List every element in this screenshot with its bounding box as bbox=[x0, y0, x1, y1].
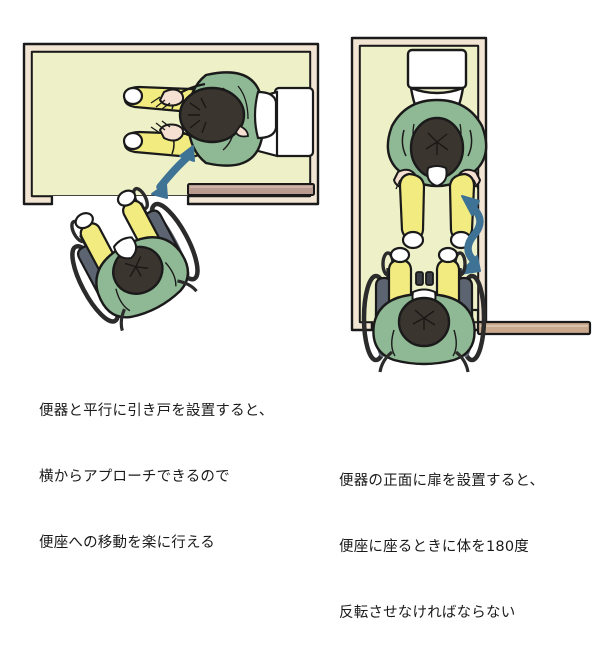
caption-left: 便器と平行に引き戸を設置すると、 横からアプローチできるので 便座への移動を楽に… bbox=[39, 356, 274, 598]
left-person-on-toilet bbox=[122, 71, 278, 167]
right-person-in-wheelchair bbox=[361, 246, 487, 373]
right-person-on-toilet bbox=[386, 98, 488, 250]
head bbox=[178, 86, 249, 144]
caption-left-line3: 便座への移動を楽に行える bbox=[39, 535, 215, 551]
caption-left-line1: 便器と平行に引き戸を設置すると、 bbox=[39, 403, 274, 419]
left-person-in-wheelchair bbox=[70, 186, 200, 332]
caption-right: 便器の正面に扉を設置すると、 便座に座るときに体を180度 反転させなければなら… bbox=[339, 426, 544, 668]
left-sliding-door bbox=[187, 183, 315, 196]
figure-illustration bbox=[22, 36, 592, 373]
hands bbox=[150, 88, 185, 142]
caption-right-line2: 便座に座るときに体を180度 bbox=[339, 539, 529, 555]
caption-right-line3: 反転させなければならない bbox=[339, 605, 516, 621]
left-transfer-arrow bbox=[151, 145, 195, 199]
illustration-stage: 便器と平行に引き戸を設置すると、 横からアプローチできるので 便座への移動を楽に… bbox=[22, 36, 592, 621]
caption-left-line2: 横からアプローチできるので bbox=[39, 469, 230, 485]
right-hinged-door bbox=[476, 320, 592, 336]
caption-right-line1: 便器の正面に扉を設置すると、 bbox=[339, 473, 545, 489]
